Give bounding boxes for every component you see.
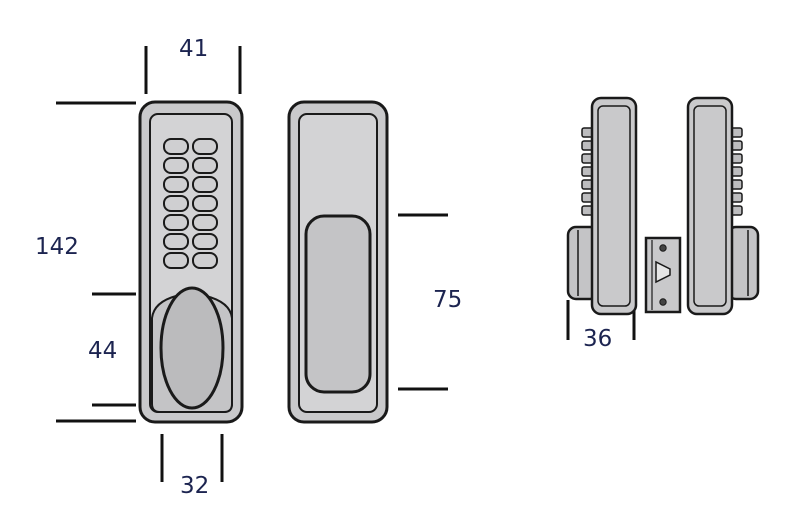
keypad-button [163,214,189,231]
keypad-button [192,252,218,269]
keypad-button [192,233,218,250]
keypad-button [192,195,218,212]
dimension-label-rear-plate-height: 75 [433,287,463,313]
front-view [138,100,244,424]
side-right-body [686,96,734,316]
side-view [566,96,760,316]
latch-screw-bottom [659,298,667,306]
side-left-body [590,96,638,316]
keypad-button [163,157,189,174]
keypad-button [192,138,218,155]
dimension-label-handle-height: 44 [88,338,118,364]
dimension-label-height-total: 142 [35,234,79,260]
keypad-button [163,233,189,250]
rear-handle [304,214,372,394]
keypad [163,138,218,269]
dimension-label-width-top: 41 [179,36,209,62]
keypad-button [163,138,189,155]
keypad-button [163,176,189,193]
keypad-button [192,157,218,174]
dimension-label-side-depth: 36 [583,326,613,352]
keypad-button [163,252,189,269]
dimension-label-width-bottom: 32 [180,473,210,499]
rear-view [287,100,389,424]
keypad-button [192,214,218,231]
front-handle [159,286,225,410]
keypad-button [192,176,218,193]
latch-screw-top [659,244,667,252]
keypad-button [163,195,189,212]
latch-bolt [655,260,671,284]
